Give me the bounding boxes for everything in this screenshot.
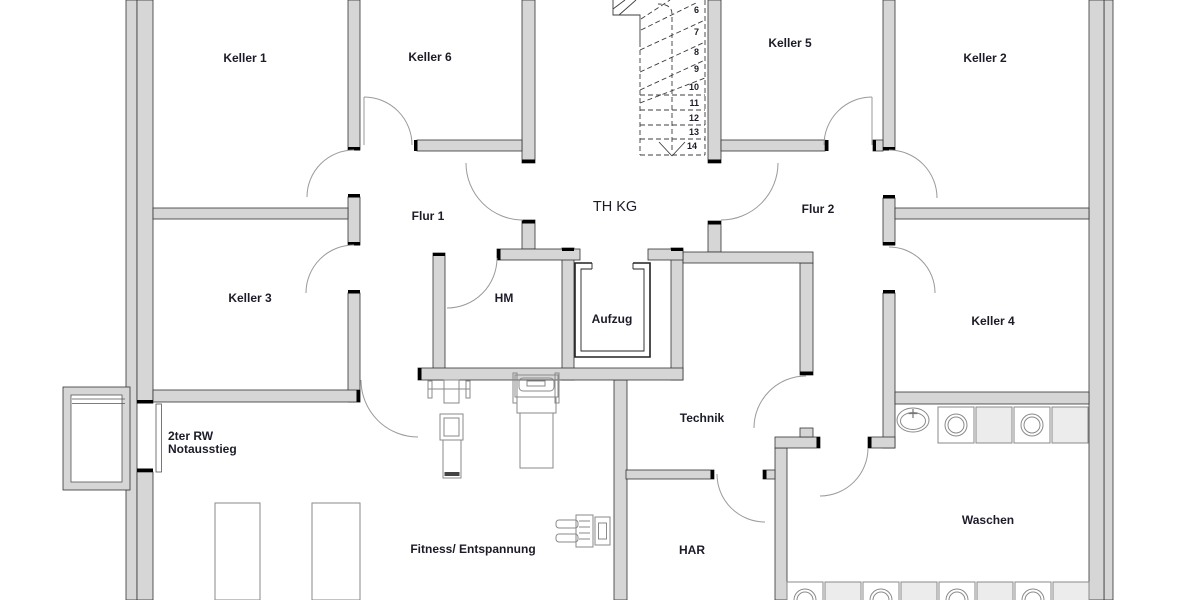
door-keller4 [888, 246, 936, 294]
exit-annotation-line2: Notausstieg [168, 442, 237, 456]
exit-annotation-line1: 2ter RW [168, 429, 214, 443]
door-fitness [360, 379, 419, 438]
stair-arrow [658, 141, 686, 157]
door-hm [446, 257, 498, 309]
room-label-keller5: Keller 5 [768, 36, 812, 50]
dryer [1052, 581, 1090, 600]
stair-step-8: 8 [694, 47, 699, 57]
left-wall-upper [136, 0, 154, 404]
room-label-keller4: Keller 4 [971, 314, 1015, 328]
stair-step-12: 12 [689, 113, 699, 123]
interior-walls [152, 0, 1090, 600]
room-label-waschen: Waschen [962, 513, 1014, 527]
room-label-aufzug: Aufzug [592, 312, 633, 326]
left-wall-hatch [125, 0, 138, 600]
stair-step-6: 6 [694, 5, 699, 15]
dryer [1051, 406, 1089, 444]
washer [1014, 581, 1052, 600]
room-label-fitness: Fitness/ Entspannung [410, 542, 535, 556]
dryer [900, 581, 938, 600]
weight-machine [427, 379, 471, 479]
room-label-technik: Technik [680, 411, 725, 425]
dryer [824, 581, 862, 600]
right-wall [1088, 0, 1105, 600]
laundry-fixtures [786, 406, 1090, 600]
right-wall-hatch [1103, 0, 1114, 600]
stair-step-13: 13 [689, 127, 699, 137]
dryer [975, 406, 1013, 444]
washer [1013, 406, 1051, 444]
room-label-keller2: Keller 2 [963, 51, 1007, 65]
room-labels: Keller 1 Keller 6 Keller 5 Keller 2 Flur… [168, 36, 1015, 557]
washer [786, 581, 824, 600]
fitness-fixtures [214, 372, 611, 600]
room-label-keller3: Keller 3 [228, 291, 272, 305]
door-keller2 [888, 149, 938, 199]
sink [896, 407, 930, 433]
door-keller5 [823, 96, 873, 146]
door-har [716, 473, 766, 523]
washer [938, 581, 976, 600]
exterior-walls [125, 0, 1114, 600]
door-thkg-flur1 [465, 162, 524, 221]
dryer [976, 581, 1014, 600]
emergency-exit-shaft [62, 386, 162, 491]
room-label-har: HAR [679, 543, 705, 557]
room-label-keller6: Keller 6 [408, 50, 452, 64]
door-thkg-flur2 [720, 162, 779, 221]
shaft-grate [72, 398, 125, 404]
exercise-mat [214, 502, 261, 600]
left-wall-lower [136, 471, 154, 600]
treadmill [512, 372, 560, 469]
room-label-hm: HM [495, 291, 514, 305]
stair-step-7: 7 [694, 27, 699, 37]
door-keller3 [305, 244, 355, 294]
stair-step-10: 10 [689, 82, 699, 92]
door-keller1 [306, 149, 355, 198]
door-keller6 [363, 96, 413, 146]
door-waschen [819, 447, 869, 497]
room-label-flur2: Flur 2 [802, 202, 835, 216]
exercise-mat [311, 502, 361, 600]
washer [937, 406, 975, 444]
door-technik [753, 375, 807, 429]
stair-step-14: 14 [687, 141, 697, 151]
staircase: 6 7 8 9 10 11 12 13 14 [612, 0, 706, 157]
elevator [574, 262, 651, 358]
wall-end-caps [137, 140, 895, 479]
room-label-th-kg: TH KG [593, 199, 637, 215]
doors [305, 96, 938, 523]
exercise-machine [555, 514, 611, 548]
room-label-keller1: Keller 1 [223, 51, 267, 65]
exit-window [155, 403, 162, 473]
stair-step-11: 11 [689, 98, 699, 108]
room-label-flur1: Flur 1 [412, 209, 445, 223]
stair-step-9: 9 [694, 64, 699, 74]
washer [862, 581, 900, 600]
stair-walk-line [657, 3, 673, 150]
